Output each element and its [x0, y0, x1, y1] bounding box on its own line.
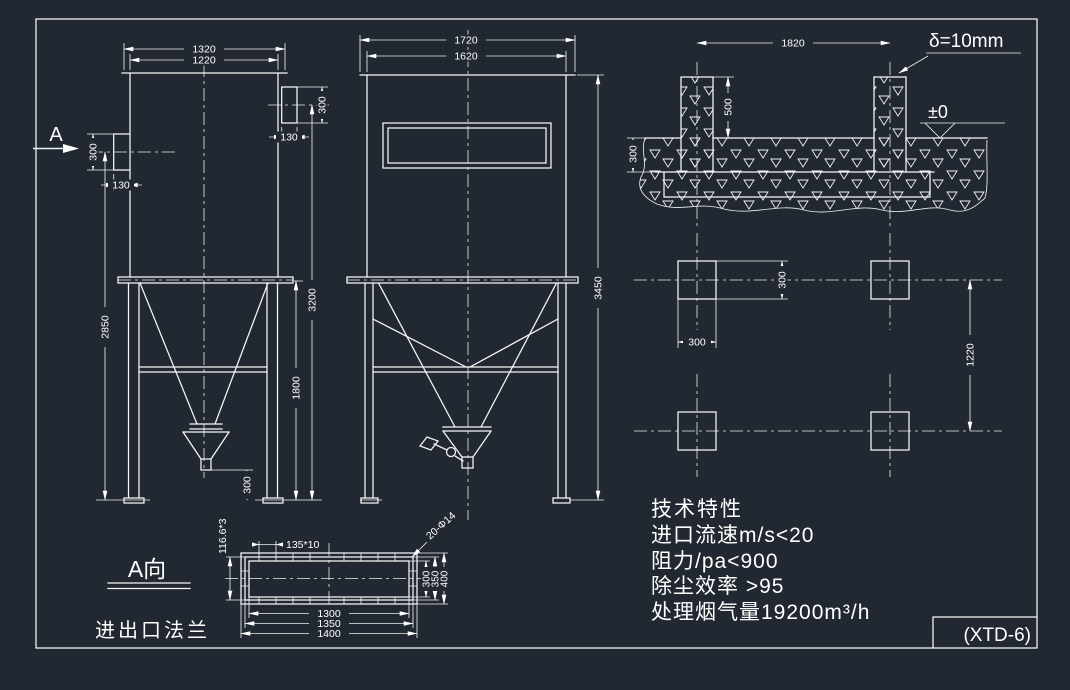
- dim-side-outlet-clearance: 300: [242, 476, 254, 494]
- column-centerlines: [696, 62, 891, 228]
- dim-column-spacing: 1820: [781, 38, 805, 50]
- front-centerlines: [347, 30, 578, 520]
- flange-bolt-rect: [244, 556, 414, 601]
- foundation-columns: [680, 76, 907, 173]
- section-arrow-label: A: [49, 124, 63, 146]
- dim-pad-depth: 300: [777, 271, 789, 289]
- side-hopper: [139, 282, 269, 471]
- dim-side-leg-height: 1800: [291, 376, 303, 400]
- side-outlet-flange: [113, 133, 131, 171]
- drawing-border: [35, 18, 1038, 649]
- foundation-pads: [677, 260, 910, 451]
- bolt-holes: [241, 553, 417, 604]
- foundation-plan: 300 300 1220: [634, 233, 1002, 477]
- dim-front-width-outer: 1720: [454, 35, 478, 47]
- dim-side-height-to-flange: 2850: [100, 315, 112, 339]
- dim-side-flange-left-height: 300: [88, 143, 100, 161]
- side-legs: [123, 282, 284, 504]
- side-tie-beam: [138, 366, 268, 373]
- dim-bolt-pitch-vertical: 116.6*3: [217, 518, 229, 554]
- specs-resistance: 阻力/pa<900: [651, 550, 779, 573]
- discharge-lever-pivot: [445, 446, 457, 458]
- side-centerlines: [90, 64, 330, 478]
- front-tie-beam: [372, 366, 559, 373]
- front-inlet-opening-outer: [382, 122, 552, 169]
- front-hopper: [378, 283, 557, 469]
- front-legs: [360, 282, 571, 504]
- dim-flange-outer-width: 1400: [317, 628, 341, 640]
- flange-extension-lines: [226, 541, 448, 638]
- dim-side-flange-right-width: 130: [280, 132, 298, 144]
- dim-side-width-inner: 1220: [192, 55, 216, 67]
- dim-flange-opening-height: 300: [422, 570, 433, 587]
- dim-flange-bolt-width: 1350: [317, 618, 341, 630]
- dim-side-flange-left-width: 130: [112, 180, 130, 192]
- side-view: 1320 1220 300 130 300 130 2850 3200 1800…: [33, 43, 330, 504]
- annotations: A向 进出口法兰 技术特性 进口流速m/s<20 阻力/pa<900 除尘效率 …: [95, 498, 870, 642]
- level-symbol: [920, 122, 1005, 139]
- plate-thickness-leader: [898, 55, 929, 74]
- dim-pad-spacing: 1220: [965, 343, 977, 367]
- plan-centerlines: [634, 233, 1002, 477]
- level-zero-label: ±0: [928, 102, 948, 122]
- specs-gas-volume: 处理烟气量19200m³/h: [651, 601, 870, 624]
- front-extension-lines: [359, 35, 604, 501]
- dim-column-height: 500: [723, 98, 735, 116]
- view-a-title: A向: [128, 556, 166, 582]
- dim-holes: 20-Φ14: [424, 510, 458, 543]
- flange-outer: [240, 552, 418, 605]
- front-view: 1720 1620 3450: [346, 30, 605, 520]
- dim-flange-outer-height: 400: [440, 570, 451, 587]
- plan-extension-lines: [677, 260, 788, 348]
- title-block-box: [932, 616, 1038, 649]
- plate-thickness-label: δ=10mm: [929, 31, 1003, 52]
- dim-side-width-outer: 1320: [192, 44, 216, 56]
- dim-front-width-inner: 1620: [454, 51, 478, 63]
- holes-leader: [411, 541, 428, 558]
- flange-detail: 135*10 116.6*3 20-Φ14 300 350 400 1300 1…: [217, 510, 458, 640]
- specs-title: 技术特性: [651, 498, 743, 521]
- dim-side-height-overall: 3200: [307, 288, 319, 312]
- side-body: [121, 72, 288, 278]
- view-a-underline: [107, 582, 191, 590]
- front-inlet-opening-inner: [387, 127, 547, 164]
- side-platform: [117, 276, 294, 284]
- soil-boundary: [639, 137, 988, 213]
- specs-inlet-velocity: 进口流速m/s<20: [651, 524, 814, 547]
- flange-opening: [248, 560, 410, 598]
- specs-efficiency: 除尘效率 >95: [651, 575, 784, 598]
- flange-caption: 进出口法兰: [95, 619, 210, 642]
- flange-centerlines: [225, 543, 437, 614]
- dim-side-flange-right-height: 300: [317, 96, 329, 114]
- front-braces: [372, 318, 559, 368]
- drawing-code: (XTD-6): [963, 625, 1031, 646]
- dim-flange-opening-width: 1300: [317, 608, 341, 620]
- dim-slab-depth: 300: [628, 145, 640, 163]
- section-arrow-head: [63, 144, 79, 153]
- dim-flange-bolt-height: 350: [431, 570, 442, 587]
- dim-front-height-overall: 3450: [593, 276, 605, 300]
- foundation-section: 1820 500 300 δ=10mm ±0: [627, 31, 1021, 228]
- foundation-slab: [655, 171, 935, 198]
- discharge-lever: [418, 436, 464, 462]
- dim-pad-width: 300: [688, 337, 706, 349]
- front-body: [359, 74, 576, 278]
- front-platform: [346, 276, 579, 284]
- side-inlet-flange: [281, 86, 298, 124]
- dim-bolt-pitch-horizontal: 135*10: [286, 539, 319, 551]
